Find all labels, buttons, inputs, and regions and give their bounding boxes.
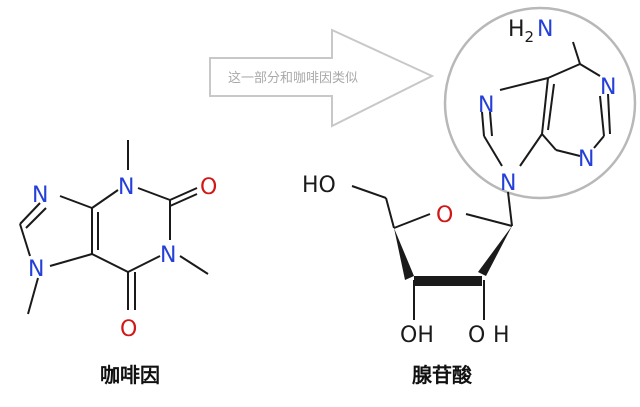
adenosine-molecule: H2 N N N N N HO O OH O H 腺苷酸 xyxy=(302,17,616,387)
adenosine-atom-n1: N xyxy=(600,75,616,100)
adenosine-caption: 腺苷酸 xyxy=(412,363,473,387)
highlight-circle xyxy=(443,6,637,200)
adenosine-atom-nh2-n: N xyxy=(537,17,553,42)
caffeine-atom-n1: N xyxy=(160,243,176,268)
adenosine-atom-n3: N xyxy=(578,147,594,172)
caffeine-molecule: N N N N O O 咖啡因 xyxy=(19,140,217,387)
caffeine-atom-o2: O xyxy=(200,175,217,200)
adenosine-atom-oh3: OH xyxy=(400,323,434,348)
adenosine-atom-oh2-o: O xyxy=(468,323,485,348)
adenosine-atom-nh2-h: H2 xyxy=(508,17,534,46)
adenosine-atom-ring-o: O xyxy=(436,203,453,228)
adenosine-atom-ho5: HO xyxy=(302,173,336,198)
similarity-arrow: 这一部分和咖啡因类似 xyxy=(209,28,435,128)
adenosine-atom-n9: N xyxy=(500,171,516,196)
adenosine-atom-oh2-h: H xyxy=(493,323,510,348)
caffeine-atom-n3: N xyxy=(118,175,134,200)
arrow-text: 这一部分和咖啡因类似 xyxy=(228,70,358,86)
caffeine-atom-n9: N xyxy=(32,183,48,208)
caffeine-caption: 咖啡因 xyxy=(100,363,160,387)
caffeine-atom-n7: N xyxy=(28,257,44,282)
caffeine-atom-o6: O xyxy=(120,317,137,342)
adenosine-atom-n7: N xyxy=(478,93,494,118)
